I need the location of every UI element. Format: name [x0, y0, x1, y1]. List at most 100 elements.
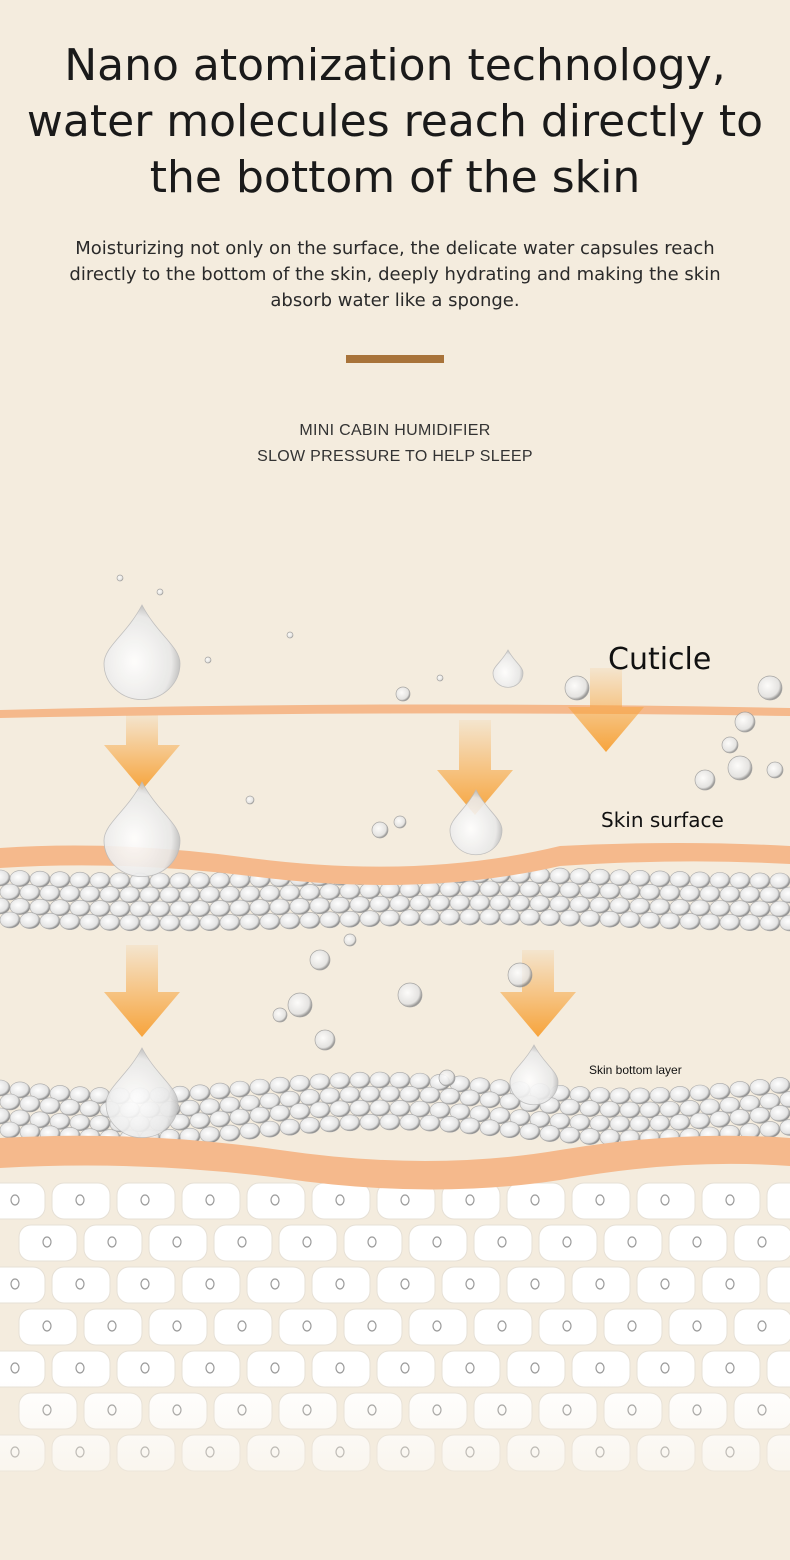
surface-bubble [729, 900, 751, 917]
bottom-bubble [769, 1105, 790, 1122]
cell-nucleus [725, 1362, 735, 1374]
arrow-icon [437, 720, 513, 815]
bubble-icon [757, 675, 783, 701]
cell-nucleus [237, 1236, 247, 1248]
surface-bubble [59, 913, 81, 930]
surface-bubble [179, 914, 201, 932]
bubble-icon [371, 821, 389, 839]
bottom-bubble [319, 1115, 341, 1133]
cell-nucleus [302, 1236, 312, 1248]
bottom-bubble [759, 1121, 781, 1138]
cell-nucleus [10, 1278, 20, 1290]
bottom-bubble [19, 1095, 41, 1113]
skin-cell [733, 1224, 790, 1262]
label-skin-bottom: Skin bottom layer [589, 1063, 682, 1077]
surface-bubble [119, 886, 141, 904]
cell-nucleus [465, 1278, 475, 1290]
skin-cell [311, 1182, 371, 1220]
surface-bubble [159, 914, 181, 932]
surface-bubble [169, 872, 191, 890]
surface-bubble [379, 909, 401, 927]
bottom-bubble [559, 1098, 581, 1116]
bubble-icon [727, 755, 753, 781]
surface-bubble [769, 900, 790, 918]
skin-cell [278, 1308, 338, 1346]
bottom-bubble [309, 1073, 331, 1091]
surface-bubble [539, 909, 561, 926]
skin-cell [701, 1182, 761, 1220]
cell-nucleus [172, 1236, 182, 1248]
cell-nucleus [627, 1320, 637, 1332]
cell-nucleus [270, 1362, 280, 1374]
surface-bubble [469, 894, 491, 912]
bottom-bubble [239, 1122, 261, 1140]
skin-cell [766, 1350, 790, 1388]
bottom-bubble [369, 1099, 391, 1117]
bottom-bubble [689, 1112, 711, 1130]
skin-cell [506, 1182, 566, 1220]
surface-bubble [0, 869, 11, 887]
surface-bubble [699, 913, 721, 931]
surface-bubble [459, 908, 481, 926]
cell-nucleus [140, 1194, 150, 1206]
skin-cell [213, 1224, 273, 1262]
bubble-icon [397, 982, 423, 1008]
surface-bubble [239, 913, 261, 931]
tagline-line-2: SLOW PRESSURE TO HELP SLEEP [257, 448, 533, 465]
skin-cell [116, 1182, 176, 1220]
surface-bubble [559, 909, 581, 927]
surface-bubble [599, 882, 621, 900]
surface-bubble [89, 872, 111, 889]
bottom-bubble [189, 1084, 211, 1102]
surface-bubble [529, 895, 551, 912]
surface-bubble [509, 895, 531, 912]
bottom-bubble [0, 1121, 21, 1139]
bubble-icon [564, 675, 590, 701]
bottom-bubble [209, 1082, 231, 1100]
surface-bubble [389, 895, 411, 913]
bottom-bubble [499, 1121, 521, 1139]
cell-nucleus [725, 1278, 735, 1290]
cell-nucleus [172, 1320, 182, 1332]
surface-bubble [489, 894, 511, 912]
skin-cell [766, 1266, 790, 1304]
bottom-bubble [229, 1108, 251, 1126]
skin-cell [603, 1224, 663, 1262]
surface-bubble [439, 880, 461, 898]
page-heading: Nano atomization technology, water molec… [26, 40, 764, 203]
bottom-bubble [329, 1072, 351, 1090]
bottom-bubble [0, 1093, 21, 1111]
cuticle-band [0, 704, 790, 718]
surface-bubble [219, 914, 241, 931]
cell-nucleus [140, 1362, 150, 1374]
surface-bubble [679, 885, 701, 902]
cell-nucleus [660, 1362, 670, 1374]
water-droplet-icon [103, 604, 181, 701]
skin-cell [668, 1224, 728, 1262]
bottom-bubble [0, 1107, 11, 1125]
bottom-bubble [249, 1078, 271, 1096]
arrow-icon [500, 950, 576, 1037]
surface-bubble [319, 911, 341, 929]
skin-cell [473, 1224, 533, 1262]
surface-bubble [479, 908, 501, 926]
bottom-bubble [629, 1115, 651, 1133]
skin-cell [571, 1266, 631, 1304]
water-droplet-icon [105, 1047, 179, 1138]
bottom-bubble [749, 1107, 771, 1124]
surface-bubble [449, 894, 471, 912]
bottom-bubble [729, 1081, 751, 1098]
surface-bubble [189, 872, 211, 890]
bottom-bubble [439, 1116, 461, 1133]
bubble-icon [438, 1069, 456, 1087]
bottom-bubble [519, 1123, 541, 1141]
skin-cell [376, 1266, 436, 1304]
skin-layers-illustration [0, 574, 790, 1560]
cell-nucleus [42, 1236, 52, 1248]
tagline: MINI CABIN HUMIDIFIER SLOW PRESSURE TO H… [0, 418, 790, 470]
cell-nucleus [75, 1362, 85, 1374]
bottom-bubble [619, 1101, 641, 1119]
cell-nucleus [10, 1362, 20, 1374]
cell-nucleus [140, 1278, 150, 1290]
skin-cell [603, 1308, 663, 1346]
